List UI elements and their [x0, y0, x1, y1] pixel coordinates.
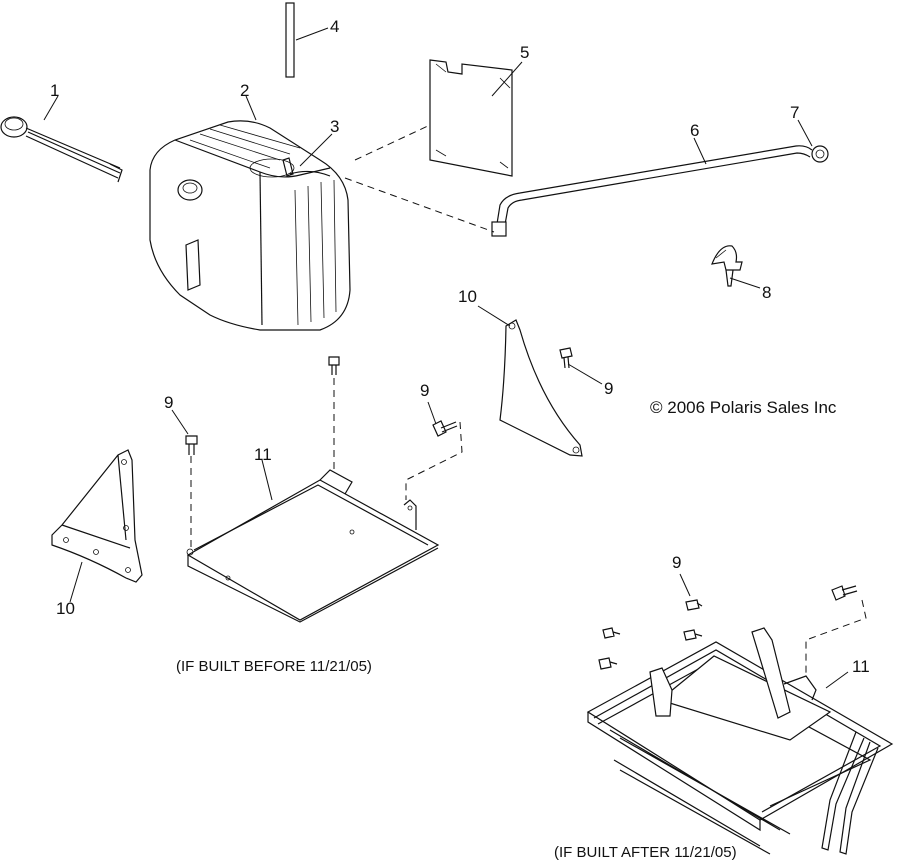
part-2-fuel-tank [149, 120, 351, 331]
part-11-tray-before [186, 469, 440, 623]
callout-9-right: 9 [604, 379, 613, 398]
tray-after-dashed-lines [805, 599, 867, 676]
callout-4: 4 [330, 17, 339, 36]
bolt-upper-tray [328, 356, 340, 375]
callout-6: 6 [690, 121, 699, 140]
callout-9-after: 9 [672, 553, 681, 572]
callout-9-left: 9 [164, 393, 173, 412]
callout-2: 2 [240, 81, 249, 100]
callout-3: 3 [330, 117, 339, 136]
caption-before: (IF BUILT BEFORE 11/21/05) [176, 658, 372, 675]
callout-10-left: 10 [56, 599, 75, 618]
part-4-vent-tube [285, 2, 295, 78]
leader-lines [43, 27, 849, 689]
callout-5: 5 [520, 43, 529, 62]
assembly-dashed-lines [344, 124, 495, 233]
copyright-text: © 2006 Polaris Sales Inc [650, 398, 837, 417]
part-6-fuel-line [491, 145, 813, 237]
bolt-9-tray-left [185, 435, 198, 455]
callout-8: 8 [762, 283, 771, 302]
callout-9-tray: 9 [420, 381, 429, 400]
part-10-bracket-right [499, 319, 583, 457]
tray-dashed-lines [190, 378, 463, 548]
part-1-fuel-sender [0, 116, 123, 183]
bolts-after [598, 585, 858, 670]
callout-1: 1 [50, 81, 59, 100]
bolt-9-tray-right [432, 420, 458, 437]
bolt-9-upper-right [559, 347, 573, 369]
part-5-heat-shield [429, 59, 513, 177]
callout-11-after: 11 [852, 657, 870, 676]
callout-10-right: 10 [458, 287, 477, 306]
part-7-fitting [811, 145, 829, 163]
caption-after: (IF BUILT AFTER 11/21/05) [554, 844, 737, 861]
part-3-vent-fitting [282, 157, 331, 177]
part-11-tray-after [649, 627, 832, 741]
callout-11-before: 11 [254, 445, 272, 464]
part-8-clip [711, 245, 743, 287]
part-10-bracket-left [51, 449, 143, 583]
callout-7: 7 [790, 103, 799, 122]
